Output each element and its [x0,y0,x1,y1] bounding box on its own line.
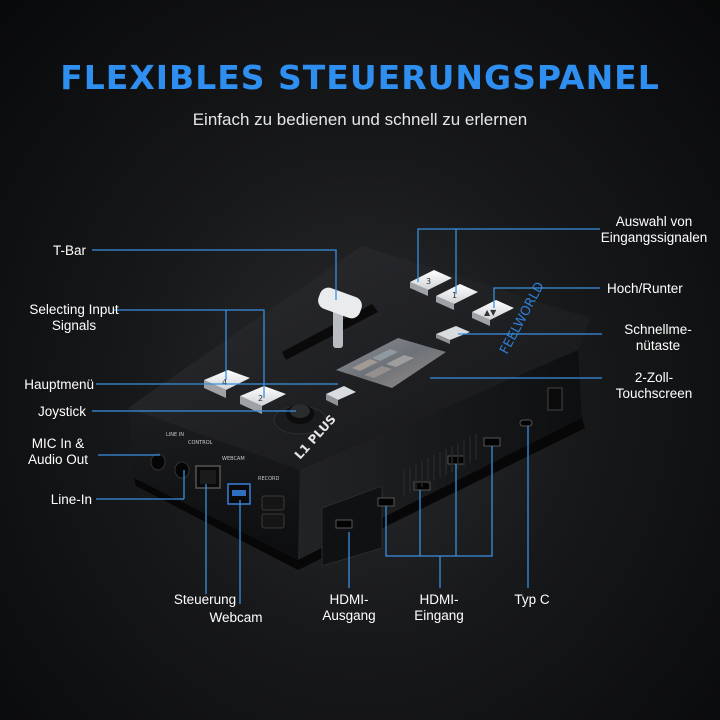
hdmi-output-port [321,485,383,567]
page-subtitle: Einfach zu bedienen und schnell zu erler… [192,110,528,129]
input-key-1: 1 [436,284,478,310]
svg-text:▲▼: ▲▼ [484,308,497,317]
label-schnellmenu: Schnellme- nütaste [624,322,692,353]
power-switch [547,387,563,411]
record-buttons [261,495,285,529]
joystick [273,404,327,435]
svg-text:LINE IN: LINE IN [166,432,184,438]
t-bar-slot [282,304,378,360]
label-selecting-input: Selecting Input Signals [29,302,119,333]
quick-menu-key [436,326,470,344]
device-top-panel [128,246,590,470]
page-title: FLEXIBLES STEUERUNGSPANEL [60,58,660,97]
svg-text:1: 1 [452,291,457,300]
label-hdmi-ausgang: HDMI- Ausgang [322,592,376,623]
svg-text:WEBCAM: WEBCAM [222,456,245,462]
label-webcam: Webcam [209,610,263,625]
label-hauptmenu: Hauptmenü [24,377,94,392]
input-key-2: 2 [240,386,286,414]
t-bar [318,287,362,348]
label-auswahl: Auswahl von Eingangssignalen [600,214,708,245]
label-touchscreen: 2-Zoll- Touchscreen [615,370,693,401]
audio-jacks [150,453,190,479]
label-hoch-runter: Hoch/Runter [607,281,683,296]
screen-thumbnails [352,349,414,378]
type-c-port [519,419,533,427]
svg-text:2: 2 [258,394,263,403]
label-joystick: Joystick [37,404,86,419]
svg-text:4: 4 [222,378,227,387]
svg-text:RECORD: RECORD [258,476,280,482]
label-steuerung: Steuerung [173,592,237,607]
label-line-in: Line-In [50,492,92,507]
label-mic-audio: MIC In & Audio Out [27,436,89,467]
label-hdmi-eingang: HDMI- Eingang [414,592,464,623]
label-t-bar: T-Bar [52,243,86,258]
label-typ-c: Typ C [514,592,550,607]
main-menu-key [326,386,356,406]
input-key-3: 3 [410,270,452,296]
up-down-key: ▲▼ [472,300,514,326]
svg-text:CONTROL: CONTROL [188,440,213,446]
vent-grille [403,434,477,496]
svg-text:3: 3 [426,277,431,286]
